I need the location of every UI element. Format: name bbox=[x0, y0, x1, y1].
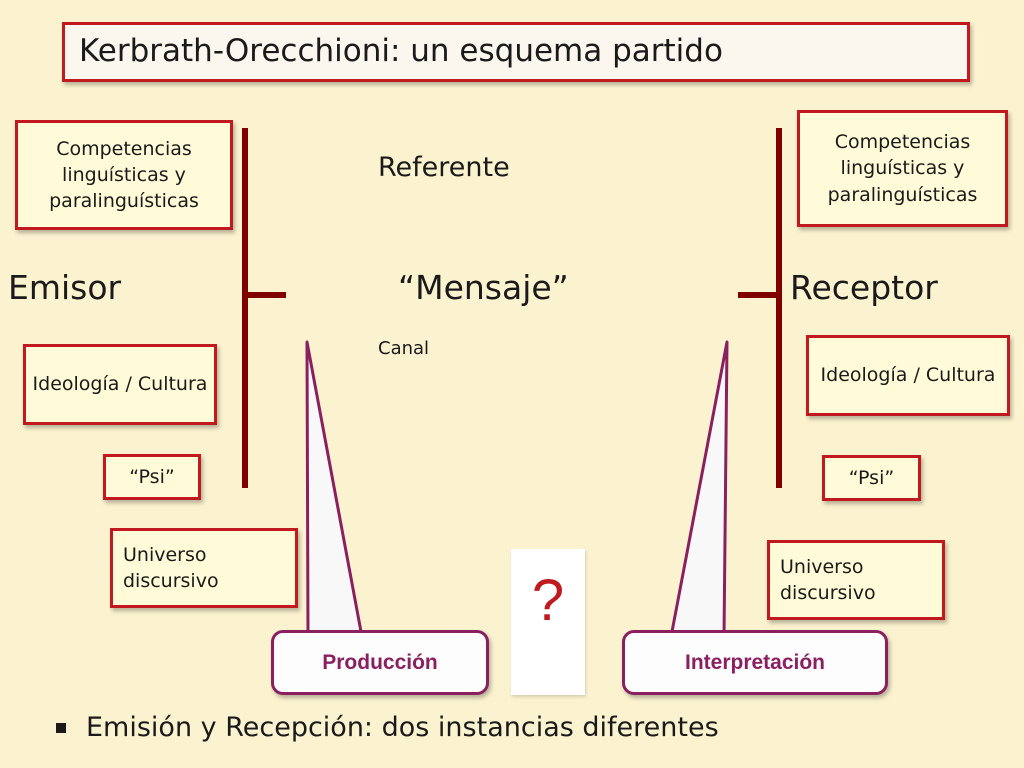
left-bracket-tick bbox=[242, 292, 286, 298]
slide-title: Kerbrath-Orecchioni: un esquema partido bbox=[62, 22, 970, 82]
square-bullet-icon bbox=[56, 722, 66, 733]
interpretacion-callout: Interpretación bbox=[622, 630, 888, 695]
right-bracket-tick bbox=[738, 292, 782, 298]
canal-label: Canal bbox=[378, 338, 430, 359]
question-mark: ? bbox=[511, 549, 585, 695]
mensaje-label: “Mensaje” bbox=[398, 268, 569, 307]
right-bracket-vertical bbox=[776, 128, 782, 488]
interpretacion-pointer bbox=[669, 340, 729, 639]
bullet-text: Emisión y Recepción: dos instancias dife… bbox=[86, 712, 719, 743]
left-universo-box: Universo discursivo bbox=[110, 528, 298, 608]
left-ideologia-box: Ideología / Cultura bbox=[23, 344, 217, 425]
left-competencias-box: Competencias linguísticas y paralinguíst… bbox=[15, 120, 233, 230]
receptor-label: Receptor bbox=[790, 268, 938, 307]
produccion-callout: Producción bbox=[271, 630, 489, 695]
right-psi-box: “Psi” bbox=[822, 455, 921, 501]
emisor-label: Emisor bbox=[8, 268, 122, 307]
produccion-pointer bbox=[305, 340, 364, 639]
referente-label: Referente bbox=[378, 152, 510, 183]
right-ideologia-box: Ideología / Cultura bbox=[806, 335, 1010, 416]
left-bracket-vertical bbox=[242, 128, 248, 488]
right-competencias-box: Competencias linguísticas y paralinguíst… bbox=[797, 110, 1008, 227]
left-psi-box: “Psi” bbox=[103, 454, 201, 500]
bullet-point: Emisión y Recepción: dos instancias dife… bbox=[56, 712, 719, 743]
right-universo-box: Universo discursivo bbox=[767, 540, 945, 620]
